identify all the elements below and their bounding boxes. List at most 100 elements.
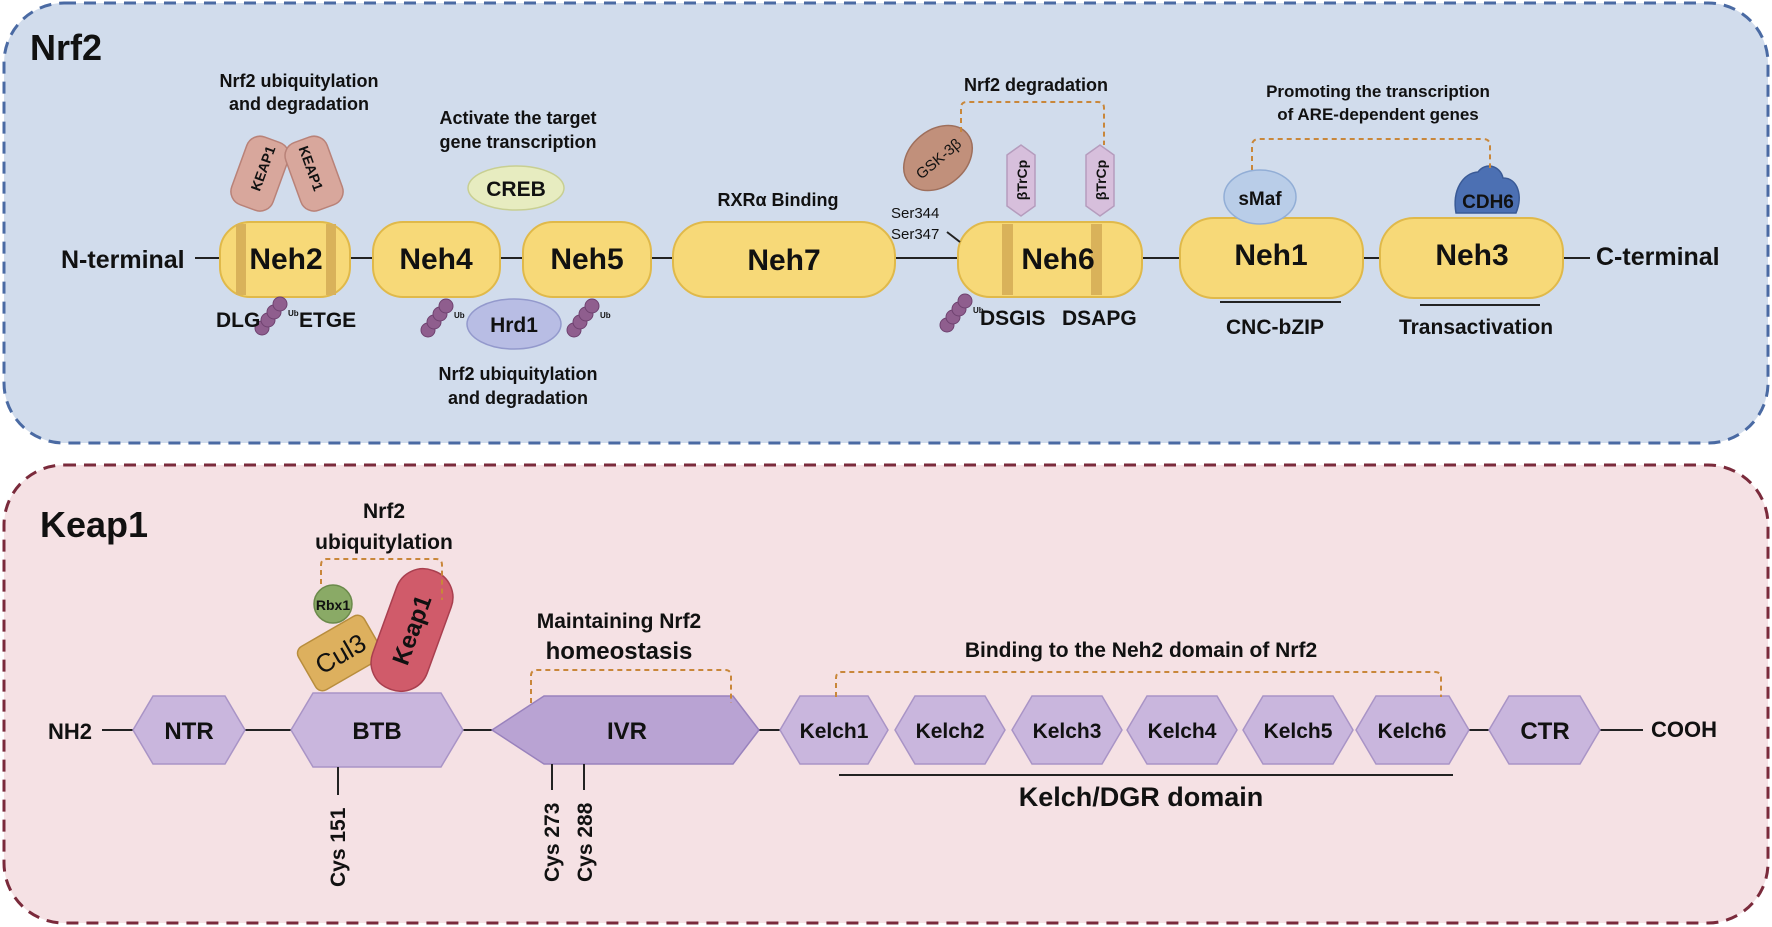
kelch3-label: Kelch3 — [1033, 720, 1102, 743]
domain-ivr: IVR — [490, 695, 760, 765]
kelch1-label: Kelch1 — [800, 720, 869, 743]
annot-maintaining-line2: homeostasis — [546, 638, 693, 665]
neh5-label: Neh5 — [550, 243, 623, 276]
nrf2-panel-title: Nrf2 — [30, 27, 102, 68]
domain-kelch4: Kelch4 — [1126, 695, 1238, 765]
annot-ub-deg-top-line1: Nrf2 ubiquitylation — [220, 71, 379, 91]
motif-dsapg: DSAPG — [1062, 307, 1137, 330]
ivr-label: IVR — [607, 718, 647, 745]
neh4-label: Neh4 — [399, 243, 473, 276]
smaf-protein: sMaf — [1223, 169, 1297, 225]
ctr-label: CTR — [1520, 718, 1569, 745]
ub-tag-neh6: Ub — [973, 306, 984, 315]
motif-dlg: DLG — [216, 309, 260, 332]
annot-binding-neh2: Binding to the Neh2 domain of Nrf2 — [965, 639, 1317, 662]
site-ser347: Ser347 — [891, 226, 939, 243]
annot-nrf2-ubiq-line2: ubiquitylation — [315, 531, 453, 554]
ser-site-pointer — [946, 231, 961, 243]
domain-kelch2: Kelch2 — [894, 695, 1006, 765]
keap1-cooh-label: COOH — [1651, 717, 1717, 742]
keap1-subunit-left: KEAP1 — [230, 135, 290, 212]
domain-ctr: CTR — [1488, 695, 1601, 765]
bracket-maintaining — [530, 669, 732, 703]
domain-neh5: Neh5 — [522, 221, 652, 298]
bracket-binding — [835, 671, 1442, 697]
annot-kelch-dgr: Kelch/DGR domain — [1019, 782, 1264, 812]
creb-protein: CREB — [467, 165, 565, 211]
hrd1-label: Hrd1 — [490, 314, 538, 337]
btrcp-protein-b: βTrCp — [1085, 144, 1115, 217]
annot-activate-line2: gene transcription — [439, 132, 596, 152]
neh7-label: Neh7 — [747, 244, 820, 277]
nrf2-panel-frame — [2, 1, 1770, 445]
btrcp-a-label: βTrCp — [1014, 160, 1030, 200]
kelch6-label: Kelch6 — [1378, 720, 1447, 743]
annot-promoting-line2: of ARE-dependent genes — [1277, 105, 1479, 124]
domain-ntr: NTR — [132, 695, 246, 765]
btb-label: BTB — [352, 718, 401, 745]
keap1-protein: Keap1 — [370, 568, 454, 692]
ub-tag-neh4: Ub — [454, 311, 465, 320]
annot-transactivation: Transactivation — [1399, 316, 1553, 339]
nrf2-n-terminal-label: N-terminal — [61, 246, 185, 274]
cdh6-label: CDH6 — [1462, 192, 1514, 213]
ntr-label: NTR — [164, 718, 213, 745]
neh6-label: Neh6 — [1021, 243, 1094, 276]
ub-tag-neh5: Ub — [600, 311, 611, 320]
btrcp-b-label: βTrCp — [1093, 160, 1109, 200]
btrcp-protein-a: βTrCp — [1006, 144, 1036, 217]
ub-chain-neh5: Ub — [566, 298, 611, 338]
nrf2-panel: Nrf2 N-terminal C-terminal KEAP1 KEAP1 — [2, 1, 1770, 445]
domain-neh1: Neh1 — [1179, 217, 1364, 299]
annot-ub-deg-bottom-line1: Nrf2 ubiquitylation — [439, 364, 598, 384]
neh2-label: Neh2 — [249, 243, 322, 276]
ub-chain-neh4: Ub — [420, 298, 465, 338]
motif-dsgis: DSGIS — [980, 307, 1045, 330]
domain-kelch3: Kelch3 — [1011, 695, 1123, 765]
domain-kelch6: Kelch6 — [1355, 695, 1470, 765]
ub-chain-neh6: Ub — [939, 293, 984, 333]
domain-neh4: Neh4 — [372, 221, 501, 298]
cdh6-protein: CDH6 — [1454, 165, 1520, 214]
bracket-nrf2-ubiq — [320, 558, 443, 600]
annot-nrf2-ubiq-line1: Nrf2 — [363, 500, 405, 523]
domain-neh6: Neh6 — [957, 221, 1143, 298]
neh1-label: Neh1 — [1234, 239, 1307, 272]
creb-label: CREB — [486, 178, 546, 201]
neh3-label: Neh3 — [1435, 239, 1508, 272]
annot-activate-line1: Activate the target — [439, 108, 596, 128]
gsk3b-protein: GSK-3β — [903, 124, 973, 192]
nrf2-c-terminal-label: C-terminal — [1596, 243, 1720, 271]
ub-tag-neh2: Ub — [288, 309, 299, 318]
keap1-panel-frame — [2, 463, 1770, 925]
domain-kelch5: Kelch5 — [1242, 695, 1354, 765]
ub-chain-neh2: Ub — [254, 296, 299, 336]
keap1-subunit-right: KEAP1 — [284, 135, 344, 212]
domain-neh3: Neh3 — [1379, 217, 1564, 299]
bracket-nrf2-degradation — [960, 101, 1105, 145]
annot-ub-deg-top-line2: and degradation — [229, 94, 369, 114]
site-ser344: Ser344 — [891, 205, 939, 222]
motif-etge: ETGE — [299, 309, 356, 332]
keap1-nh2-label: NH2 — [48, 719, 92, 744]
kelch5-label: Kelch5 — [1264, 720, 1333, 743]
keap1-panel: Keap1 NH2 COOH Cul3 Rbx1 Keap1 NTR — [2, 463, 1770, 925]
domain-kelch1: Kelch1 — [779, 695, 889, 765]
annot-rxra-binding: RXRα Binding — [717, 190, 838, 210]
cys151-label: Cys 151 — [327, 807, 350, 887]
smaf-label: sMaf — [1238, 189, 1282, 210]
kelch2-label: Kelch2 — [916, 720, 985, 743]
rbx1-protein: Rbx1 — [313, 584, 353, 624]
cys288-label: Cys 288 — [574, 802, 597, 882]
rbx1-label: Rbx1 — [316, 597, 350, 613]
cys273-label: Cys 273 — [541, 803, 564, 882]
annot-maintaining-line1: Maintaining Nrf2 — [537, 610, 702, 633]
annot-ub-deg-bottom-line2: and degradation — [448, 388, 588, 408]
bracket-promoting — [1251, 138, 1491, 170]
keap1-panel-title: Keap1 — [40, 504, 148, 545]
annot-promoting-line1: Promoting the transcription — [1266, 82, 1490, 101]
cul3-protein: Cul3 — [296, 614, 384, 692]
kelch4-label: Kelch4 — [1148, 720, 1217, 743]
